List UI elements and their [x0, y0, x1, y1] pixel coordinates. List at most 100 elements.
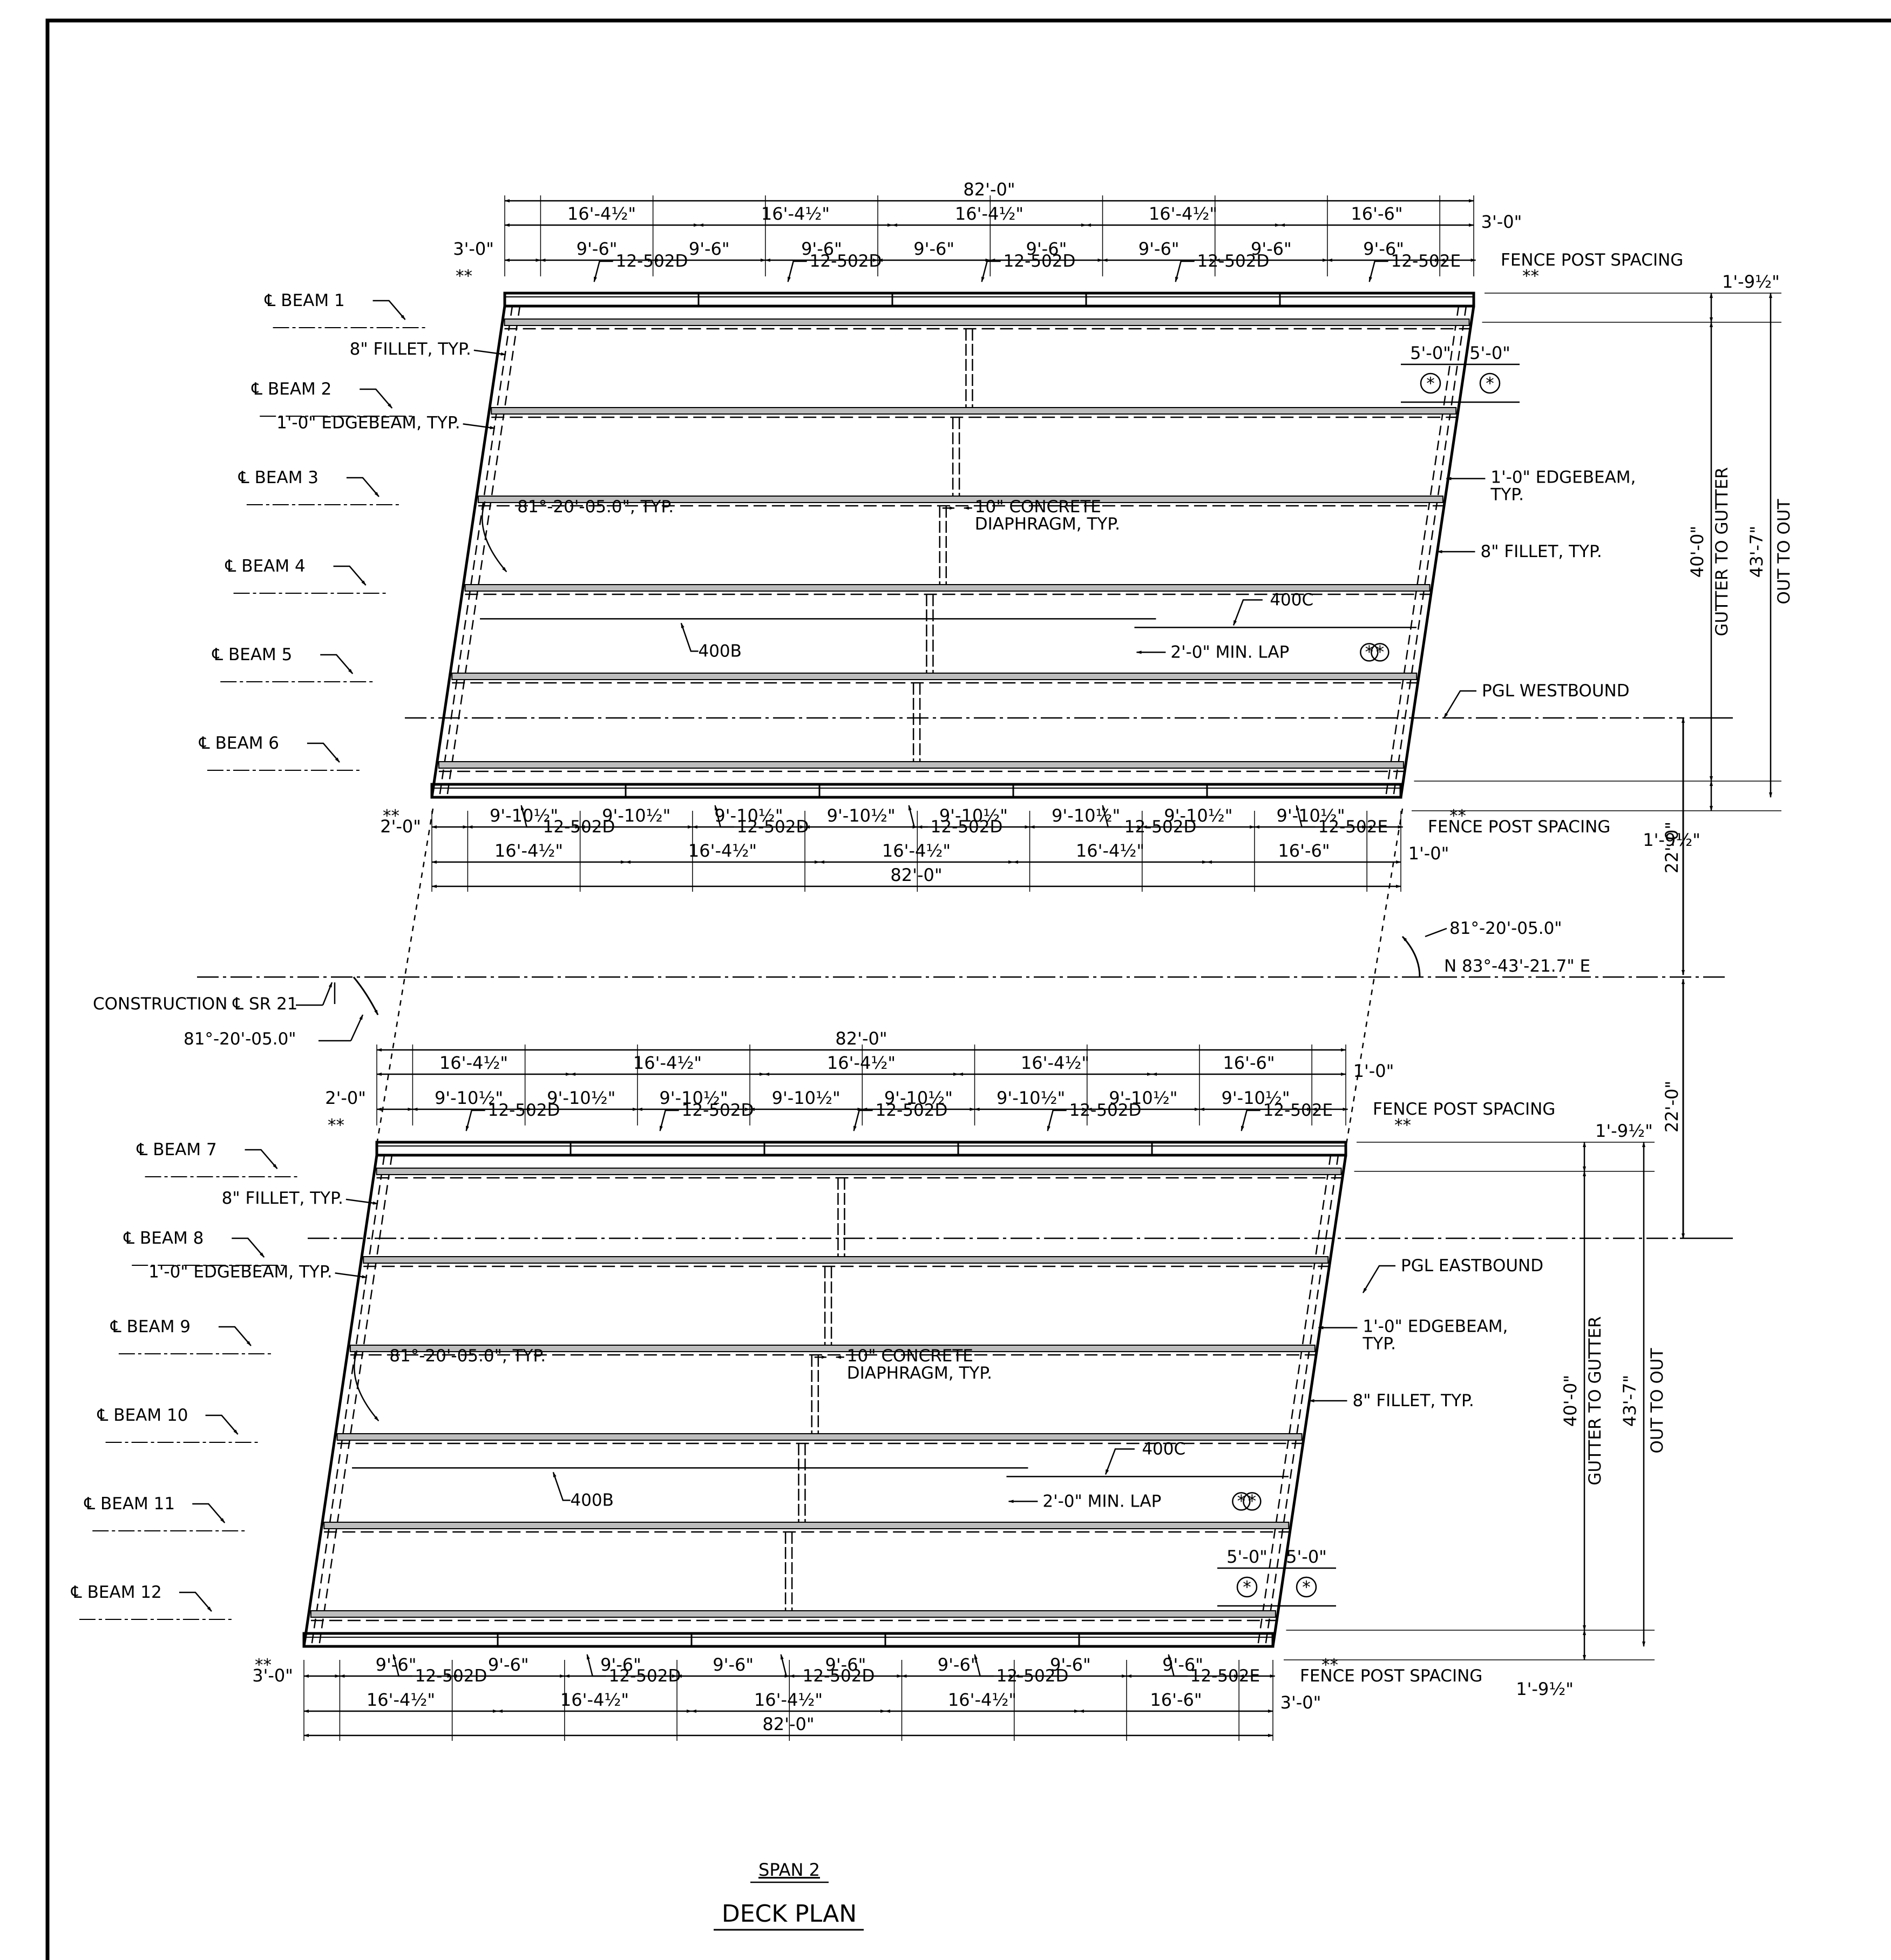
undefined-top-post-2-label: 9'-10½" — [547, 1088, 615, 1108]
undefined-beam-label-1: ℄ BEAM 7 — [137, 1140, 217, 1159]
undefined-bottom-bar-2: 12-502D — [803, 1666, 875, 1686]
undefined-bottom-seg-1-label: 16'-4½" — [688, 840, 757, 861]
undefined-top-post-9: 3'-0" — [1481, 212, 1522, 232]
undefined-beam-5 — [451, 673, 1418, 680]
undefined-beam-label-5: ℄ BEAM 5 — [212, 645, 292, 664]
undefined-bottom-bar-leader-3 — [1102, 805, 1122, 828]
undefined-top-seg-2-label: 16'-4½" — [955, 204, 1024, 224]
undefined-bottom-seg-4-label: 16'-6" — [1278, 840, 1330, 861]
undefined-beam-4 — [464, 584, 1431, 592]
undefined-beam-label-4: ℄ BEAM 4 — [225, 557, 306, 576]
undefined-bottom-fence-label: FENCE POST SPACING — [1428, 817, 1610, 837]
undefined-label-400c: 400C — [1142, 1439, 1185, 1459]
undefined-note-diaphragm-1: 10" CONCRETE — [975, 497, 1101, 517]
undefined-bottom-bar-1: 12-502D — [737, 817, 809, 837]
undefined-top-post-6-label: 9'-6" — [1138, 239, 1180, 259]
undefined-top-post-7-label: 9'-10½" — [1109, 1088, 1177, 1108]
undefined-bottom-seg-2-label: 16'-4½" — [882, 840, 951, 861]
undefined-top-bar-leader-3 — [1047, 1109, 1067, 1131]
undefined-top-bar-0: 12-502D — [488, 1101, 560, 1120]
undefined-beam-leader-4 — [205, 1414, 239, 1435]
undefined-top-double-star-left: ** — [456, 267, 472, 286]
undefined-bottom-double-star-left: ** — [255, 1656, 272, 1675]
undefined-top-post-0: 2'-0" — [325, 1088, 366, 1108]
undefined-bottom-bar-3: 12-502D — [1124, 817, 1197, 837]
undefined-top-bar-0: 12-502D — [616, 252, 688, 271]
undefined-five-ft-note-0 — [1420, 372, 1441, 394]
undefined-bottom-bar-1: 12-502D — [609, 1666, 681, 1686]
undefined-bottom-post-6-label: 9'-10½" — [1052, 805, 1120, 826]
undefined-five-ft-note-1 — [1296, 1576, 1317, 1598]
undefined-beam-3 — [477, 496, 1443, 503]
undefined-top-post-5-label: 9'-6" — [1026, 239, 1067, 259]
undefined-beam-label-3: ℄ BEAM 3 — [238, 468, 318, 487]
skew-arc-center-right — [1401, 935, 1421, 978]
undefined-bottom-double-star-right: ** — [1321, 1656, 1338, 1675]
undefined-lap-note-star-1: * — [1376, 642, 1385, 662]
undefined-top-post-8-label: 9'-6" — [1363, 239, 1404, 259]
undefined-bottom-post-0: 2'-0" — [380, 816, 421, 837]
undefined-beam-leader-5 — [320, 654, 354, 674]
undefined-top-seg-4-label: 16'-6" — [1223, 1053, 1275, 1073]
undefined-barrier-top — [503, 291, 1475, 308]
undefined-beam-2 — [363, 1256, 1329, 1264]
undefined-rdim-top-label: 1'-9½" — [1595, 1121, 1653, 1141]
undefined-note-fillet-left-leader — [473, 349, 506, 356]
undefined-top-bar-4: 12-502E — [1263, 1101, 1333, 1120]
undefined-bottom-seg-0-label: 16'-4½" — [494, 840, 563, 861]
undefined-rdim-out-label: 43'-7" — [1619, 1375, 1640, 1427]
undefined-bottom-post-3-label: 9'-10½" — [714, 805, 783, 826]
undefined-top-bar-leader-0 — [465, 1109, 485, 1131]
undefined-bottom-seg-1-label: 16'-4½" — [560, 1690, 629, 1710]
undefined-edgebeam-left-0 — [438, 306, 513, 798]
undefined-lap-note-0 — [1232, 1492, 1251, 1511]
undefined-label-400c: 400C — [1270, 590, 1313, 609]
undefined-note-fillet-left-leader — [345, 1198, 378, 1205]
undefined-bottom-post-2-label: 9'-10½" — [602, 805, 670, 826]
undefined-bottom-bar-4: 12-502E — [1190, 1666, 1260, 1686]
undefined-rdim-out-text: OUT TO OUT — [1648, 1347, 1667, 1453]
undefined-top-post-3-label: 9'-6" — [801, 239, 842, 259]
undefined-end-left — [430, 306, 506, 798]
undefined-top-bar-leader-1 — [787, 260, 807, 282]
undefined-beam-leader-2 — [360, 388, 393, 409]
undefined-barrier-bottom — [430, 783, 1402, 799]
undefined-note-edgebeam-left-leader — [335, 1272, 368, 1279]
undefined-leader-400b — [552, 1471, 571, 1501]
projection-line-right — [1345, 808, 1404, 1145]
undefined-note-fillet-left: 8" FILLET, TYP. — [222, 1189, 343, 1208]
undefined-bottom-post-5-label: 9'-10½" — [939, 805, 1008, 826]
undefined-beam-label-6: ℄ BEAM 6 — [199, 734, 279, 753]
skew-angle-left: 81°-20'-05.0" — [184, 1029, 296, 1049]
undefined-five-ft-note-1 — [1479, 372, 1501, 394]
undefined-barrier-bottom — [302, 1632, 1275, 1648]
undefined-note-edgebeam-right-2: TYP. — [1362, 1334, 1396, 1354]
undefined-bottom-bar-leader-2 — [780, 1654, 800, 1677]
undefined-top-seg-1-label: 16'-4½" — [761, 204, 830, 224]
undefined-bottom-bar-leader-0 — [520, 805, 540, 828]
undefined-skew-arc — [482, 501, 507, 573]
undefined-lap-note-1 — [1371, 643, 1390, 662]
undefined-beam-label-4: ℄ BEAM 10 — [97, 1406, 188, 1425]
undefined-pgl-leader — [1362, 1265, 1395, 1293]
undefined-bottom-bar-0: 12-502D — [415, 1666, 487, 1686]
undefined-bottom-bar-4: 12-502E — [1318, 817, 1388, 837]
undefined-top-post-7-label: 9'-6" — [1251, 239, 1292, 259]
undefined-bottom-bar-leader-2 — [908, 805, 928, 828]
undefined-note-edgebeam-right-1: 1'-0" EDGEBEAM, — [1490, 468, 1636, 487]
undefined-bottom-post-2-label: 9'-6" — [488, 1654, 529, 1675]
undefined-top-overall-label: 82'-0" — [963, 179, 1015, 200]
undefined-top-post-4-label: 9'-10½" — [772, 1088, 841, 1108]
undefined-beam-leader-6 — [179, 1591, 212, 1612]
undefined-bottom-bar-leader-4 — [1168, 1654, 1188, 1677]
undefined-bottom-post-6-label: 9'-6" — [938, 1654, 979, 1675]
projection-line-left — [376, 808, 434, 1145]
undefined-beam-6 — [438, 761, 1404, 769]
undefined-bottom-double-star-left: ** — [383, 806, 399, 826]
undefined-bottom-bar-3: 12-502D — [997, 1666, 1069, 1686]
undefined-end-left — [302, 1155, 378, 1647]
undefined-leader-400c — [1232, 599, 1263, 626]
undefined-top-bar-2: 12-502D — [876, 1101, 948, 1120]
undefined-beam-leader-3 — [218, 1326, 252, 1346]
undefined-bottom-seg-2-label: 16'-4½" — [754, 1690, 823, 1710]
